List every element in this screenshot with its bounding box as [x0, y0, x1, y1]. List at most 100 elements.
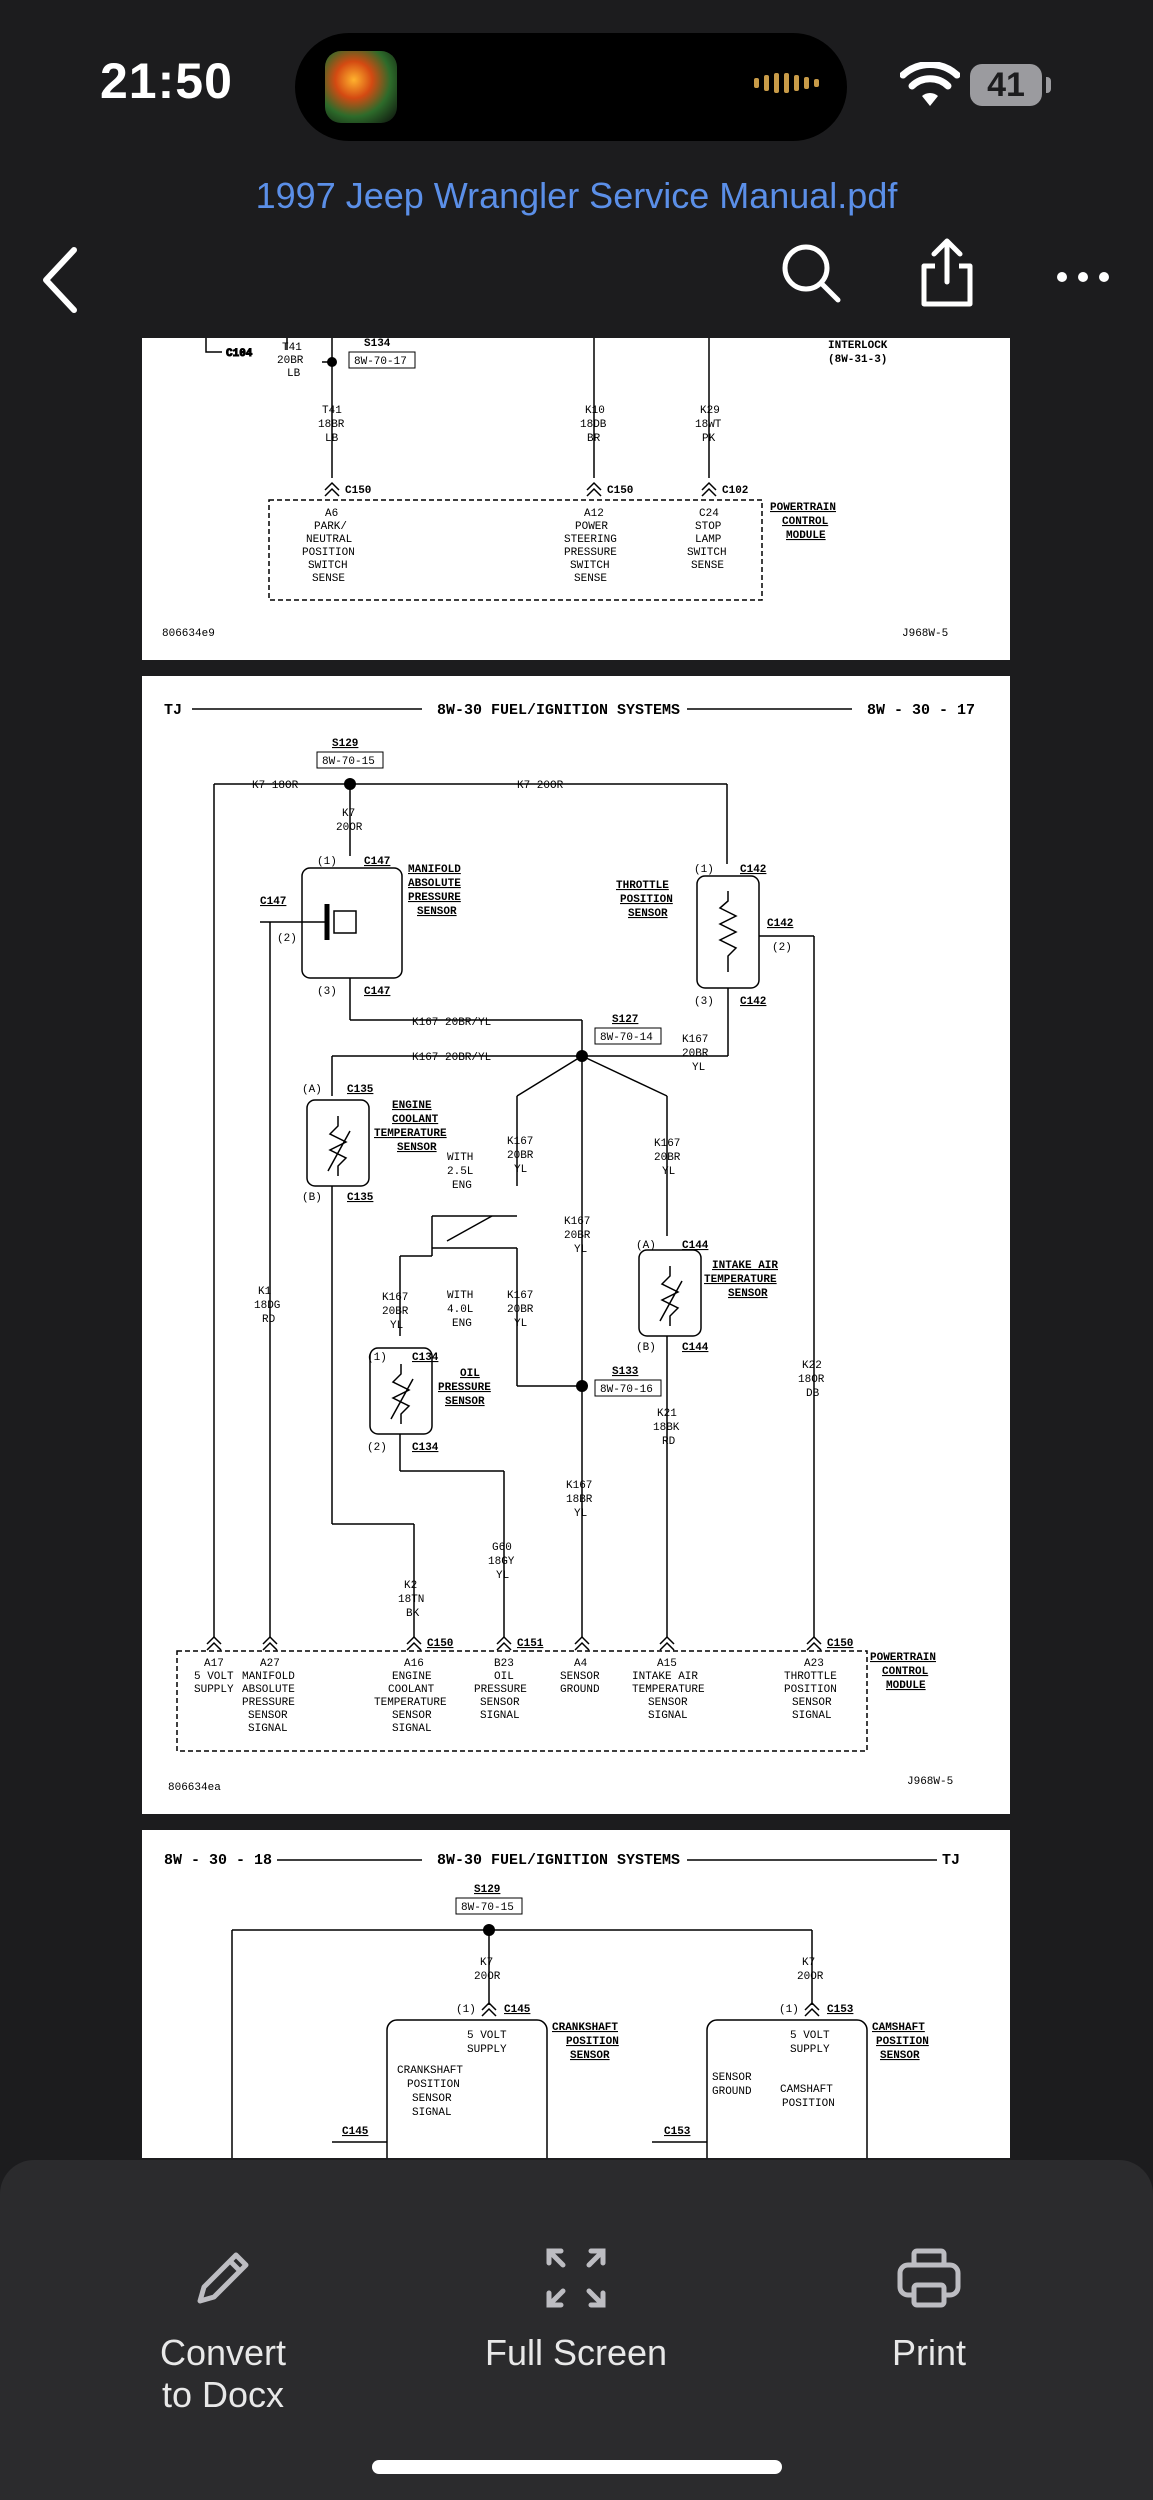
- label-c102: C102: [722, 485, 748, 497]
- header-title: 8W-30 FUEL/IGNITION SYSTEMS: [437, 702, 680, 719]
- printer-icon: [897, 2248, 961, 2308]
- label-k167-s: 20BR: [507, 1304, 534, 1316]
- now-playing-app-icon[interactable]: [325, 51, 397, 123]
- label-c145-c: C145: [342, 2126, 369, 2138]
- convert-to-docx-button[interactable]: Convert to Docx: [93, 2240, 353, 2416]
- label-a23b: THROTTLE: [784, 1671, 837, 1683]
- label-c145-b: C145: [504, 2004, 531, 2016]
- label-a23e: SIGNAL: [792, 1710, 832, 1722]
- label-a27f: SIGNAL: [248, 1723, 288, 1735]
- label-a16c: COOLANT: [388, 1684, 435, 1696]
- pdf-viewer[interactable]: C104 T41 20BR LB S134 8W-70-17 INTERLOCK…: [0, 338, 1153, 2158]
- label-with40b: 4.0L: [447, 1304, 473, 1316]
- expand-icon: [546, 2248, 606, 2308]
- label-t41d: T41: [322, 405, 342, 417]
- label-c134-a: (1): [367, 1352, 387, 1364]
- label-cmp3: SENSOR: [880, 2050, 920, 2062]
- label-a12: A12: [584, 508, 604, 520]
- label-k29c: PK: [702, 433, 716, 445]
- label-v5c: 5 VOLT: [790, 2030, 830, 2042]
- label-c144-a-vis: (A): [636, 1240, 656, 1252]
- label-pcm1: POWERTRAIN: [770, 502, 836, 514]
- label-interlock: INTERLOCK: [828, 340, 888, 352]
- label-k167-v: 18BR: [566, 1494, 593, 1506]
- label-pcm3: MODULE: [886, 1680, 926, 1692]
- print-button[interactable]: Print: [799, 2240, 1059, 2374]
- label-k167-t: YL: [514, 1318, 527, 1330]
- print-label: Print: [891, 2332, 967, 2373]
- label-c150-b: C150: [607, 485, 633, 497]
- label-ect2: COOLANT: [392, 1114, 439, 1126]
- label-ckp1: CRANKSHAFT: [552, 2022, 618, 2034]
- label-s129-ref: 8W-70-15: [461, 1902, 514, 1914]
- page-ref: J968W-5: [907, 1776, 953, 1788]
- label-c153-c: C153: [664, 2126, 691, 2138]
- label-g60b: 18GY: [488, 1556, 515, 1568]
- label-tps2: POSITION: [620, 894, 673, 906]
- label-k167-a: K167 20BR/YL: [412, 1017, 491, 1029]
- label-v5a: 5 VOLT: [467, 2030, 507, 2042]
- label-s129: S129: [332, 738, 358, 750]
- pdf-page-8w-30-17: TJ 8W-30 FUEL/IGNITION SYSTEMS 8W - 30 -…: [142, 676, 1010, 1814]
- search-icon[interactable]: [776, 238, 846, 308]
- label-s129-ref: 8W-70-15: [322, 756, 375, 768]
- back-chevron-icon[interactable]: [30, 240, 90, 320]
- battery-icon: 41: [970, 64, 1051, 106]
- label-k167-r: K167: [507, 1290, 533, 1302]
- dynamic-island[interactable]: [295, 33, 847, 141]
- label-ops2: PRESSURE: [438, 1382, 491, 1394]
- label-a17c: SUPPLY: [194, 1684, 234, 1696]
- label-ck2: POSITION: [407, 2079, 460, 2091]
- label-c147-f: C147: [364, 986, 390, 998]
- label-k167-i: K167: [654, 1138, 680, 1150]
- label-k7d: 20OR: [797, 1971, 824, 1983]
- label-a15a: A15: [657, 1658, 677, 1670]
- label-a16a: A16: [404, 1658, 424, 1670]
- label-k2a: K2: [404, 1580, 417, 1592]
- label-with25a: WITH: [447, 1152, 473, 1164]
- label-a16d: TEMPERATURE: [374, 1697, 447, 1709]
- label-sense3: SENSE: [691, 560, 724, 572]
- more-icon[interactable]: [1048, 238, 1118, 308]
- home-indicator[interactable]: [372, 2460, 782, 2474]
- full-screen-button[interactable]: Full Screen: [446, 2240, 706, 2374]
- label-with40a: WITH: [447, 1290, 473, 1302]
- label-c147-c: C147: [260, 896, 286, 908]
- label-g60c: YL: [496, 1570, 509, 1582]
- label-k7d: 20OR: [336, 822, 363, 834]
- header-tj: TJ: [942, 1852, 960, 1869]
- label-interlock-ref: (8W-31-3): [828, 354, 887, 366]
- header-title: 8W-30 FUEL/IGNITION SYSTEMS: [437, 1852, 680, 1869]
- label-ck4: SIGNAL: [412, 2107, 452, 2119]
- label-a27d: PRESSURE: [242, 1697, 295, 1709]
- label-c153-a: (1): [779, 2004, 799, 2016]
- wiring-diagram-fuel-ignition: TJ 8W-30 FUEL/IGNITION SYSTEMS 8W - 30 -…: [164, 702, 975, 1794]
- label-c142-d: (2): [772, 942, 792, 954]
- label-sg2: GROUND: [712, 2086, 752, 2098]
- share-icon[interactable]: [912, 238, 982, 308]
- label-c134-b: C134: [412, 1352, 439, 1364]
- label-k22b: 18OR: [798, 1374, 825, 1386]
- label-s133: S133: [612, 1366, 639, 1378]
- label-c142-a: (1): [694, 864, 714, 876]
- label-cmp2: POSITION: [876, 2036, 929, 2048]
- label-k167-g: 20BR: [507, 1150, 534, 1162]
- label-k167-p: 20BR: [382, 1306, 409, 1318]
- label-position: POSITION: [302, 547, 355, 559]
- status-bar: 21:50 41: [0, 0, 1153, 170]
- label-switch2: SWITCH: [570, 560, 610, 572]
- label-sg1: SENSOR: [712, 2072, 752, 2084]
- label-c142-b: C142: [740, 864, 766, 876]
- label-neutral: NEUTRAL: [306, 534, 352, 546]
- label-k2c: BK: [406, 1608, 420, 1620]
- label-lamp: LAMP: [695, 534, 722, 546]
- label-t41a: T41: [282, 342, 302, 354]
- label-with25c: ENG: [452, 1180, 472, 1192]
- label-b23a: B23: [494, 1658, 514, 1670]
- pdf-page-8w-30-18: 8W - 30 - 18 8W-30 FUEL/IGNITION SYSTEMS…: [142, 1830, 1010, 2158]
- label-b23d: SENSOR: [480, 1697, 520, 1709]
- label-pcm1: POWERTRAIN: [870, 1652, 936, 1664]
- label-s127: S127: [612, 1014, 638, 1026]
- wifi-icon: [900, 62, 960, 106]
- label-c144-b: C144: [682, 1240, 709, 1252]
